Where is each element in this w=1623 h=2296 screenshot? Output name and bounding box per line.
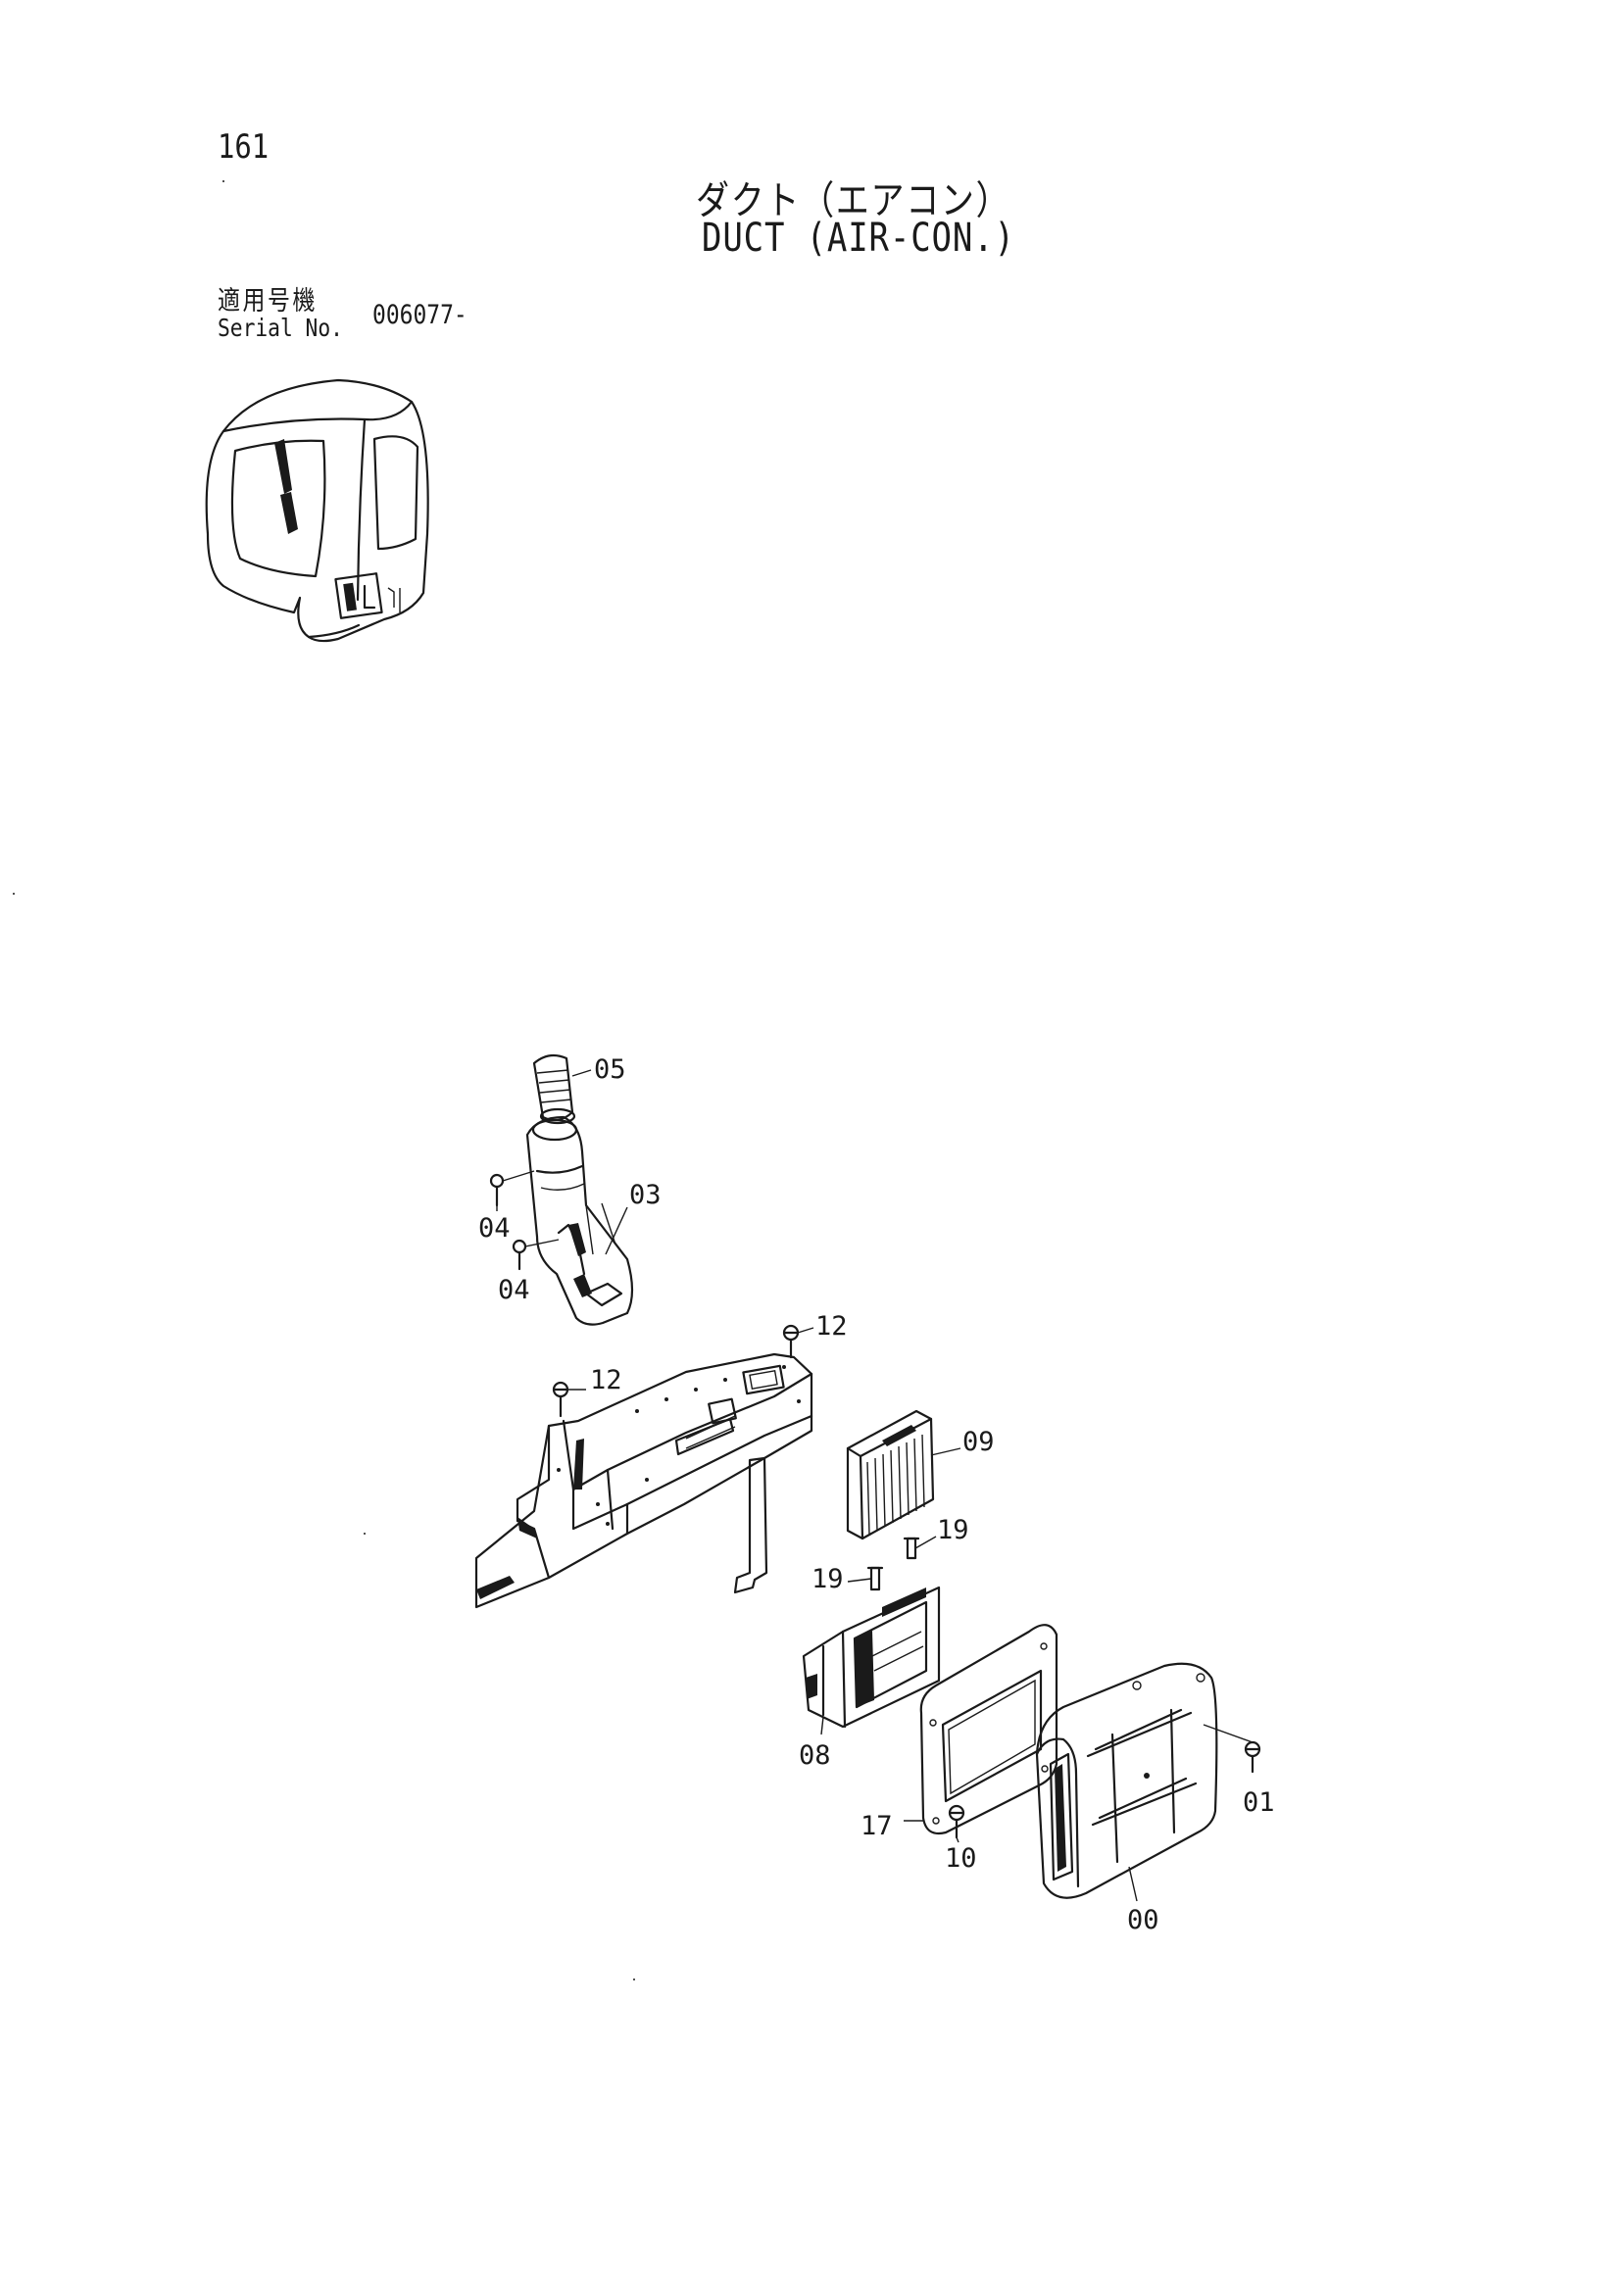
callout-10: 10 [945,1843,977,1874]
scan-specks [13,180,635,1980]
callout-00: 00 [1127,1905,1159,1935]
screw-part [489,1170,535,1207]
callout-19: 19 [812,1564,844,1594]
vent-louver-part [532,1053,576,1125]
page-number: 161 [218,127,270,167]
upper-duct-part [525,1115,634,1326]
title-english: DUCT (AIR-CON.) [702,216,1015,261]
serial-number-value: 006077- [372,300,467,330]
leader-lines [496,1069,1254,1902]
main-duct-body [474,1352,813,1609]
callout-12: 12 [590,1365,622,1395]
callout-05: 05 [594,1054,626,1085]
callout-04: 04 [498,1275,530,1305]
callout-17: 17 [861,1811,893,1841]
callout-labels: 05 03 04 04 12 12 09 19 19 08 17 10 01 0… [478,1054,1275,1935]
serial-label-english: Serial No. [218,314,343,342]
gasket-part [919,1624,1058,1835]
cab-location-thumbnail [205,378,429,643]
callout-08: 08 [799,1740,831,1771]
screw-part [948,1804,965,1839]
duct-frame-part [802,1586,941,1729]
screw-part [1244,1740,1261,1774]
duct-cover-part [1035,1662,1218,1899]
callout-04: 04 [478,1213,511,1244]
air-filter-part [846,1409,935,1540]
callout-12: 12 [815,1311,848,1342]
callout-19: 19 [937,1515,969,1545]
callout-01: 01 [1243,1787,1275,1818]
title-japanese: ダクト（エアコン） [696,178,1011,223]
serial-label-japanese: 適用号機 [218,286,318,317]
screw-part [512,1239,560,1271]
callout-09: 09 [962,1427,995,1457]
bolt-part [782,1324,800,1359]
bolt-part [552,1381,569,1418]
callout-03: 03 [629,1180,662,1210]
